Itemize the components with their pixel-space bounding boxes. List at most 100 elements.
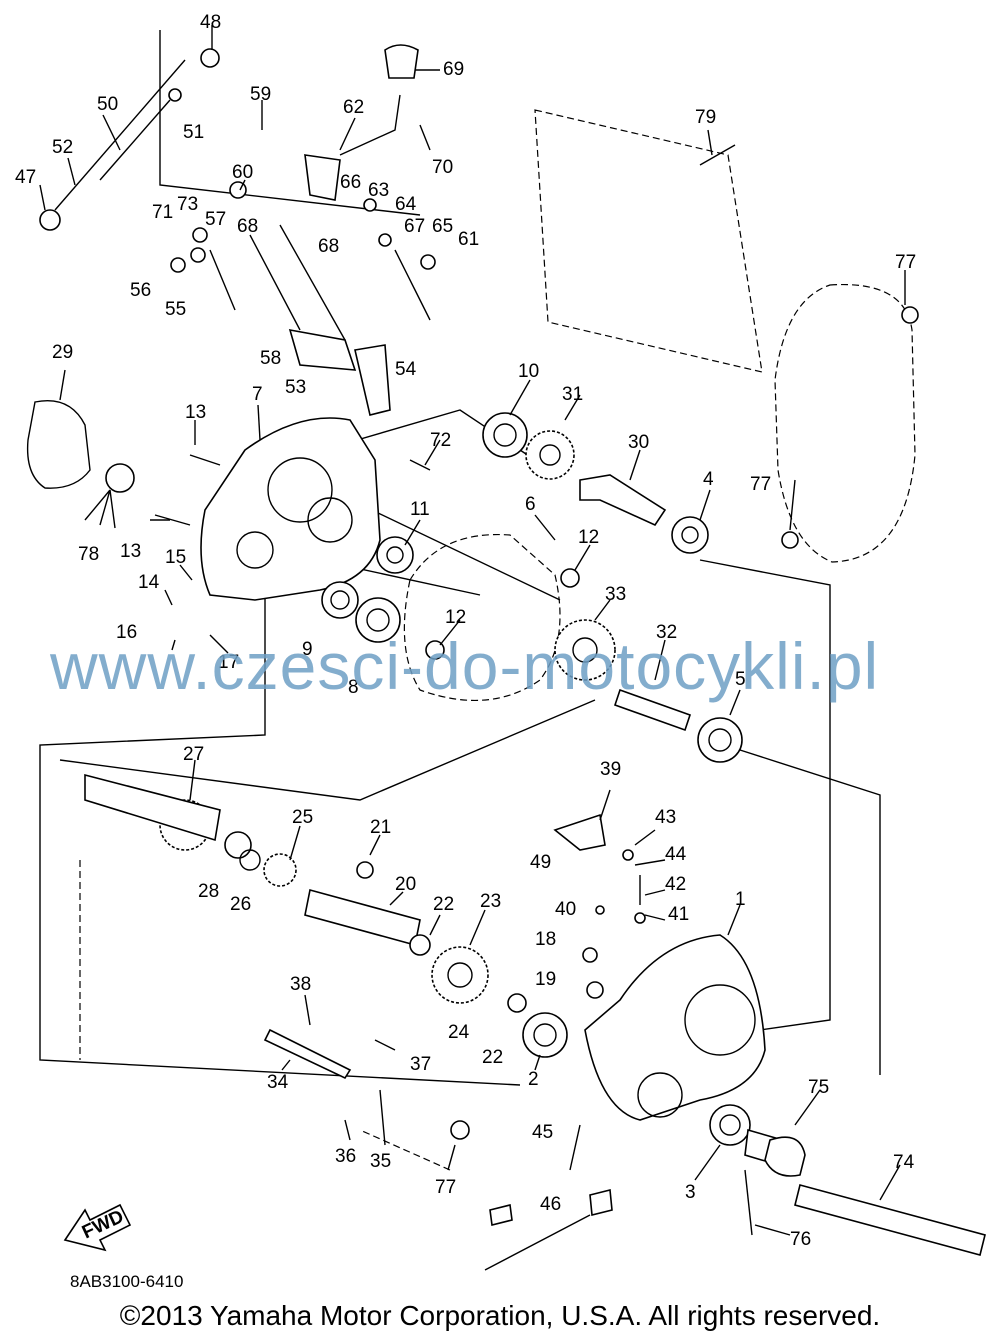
part-label-51: 51 [183, 122, 204, 143]
part-label-13b: 13 [120, 541, 141, 562]
part-label-74: 74 [893, 1152, 915, 1173]
part-label-11: 11 [410, 499, 430, 520]
case-bore-2 [307, 497, 353, 543]
part-label-24: 24 [448, 1022, 470, 1043]
part-label-66: 66 [340, 172, 361, 193]
part-label-6: 6 [525, 494, 536, 515]
part-label-49: 49 [530, 852, 551, 873]
part-label-22b: 22 [482, 1047, 503, 1068]
right-case-housing [584, 934, 766, 1121]
part-label-12b: 12 [445, 607, 466, 628]
part-label-50: 50 [97, 94, 118, 115]
part-label-26: 26 [230, 894, 251, 915]
housing-bore [684, 984, 756, 1056]
part-label-20: 20 [395, 874, 416, 895]
part-label-30: 30 [628, 432, 649, 453]
part-label-37: 37 [410, 1054, 431, 1075]
fwd-arrow: FWD [63, 1203, 132, 1252]
left-case-cover [200, 417, 381, 601]
part-label-65: 65 [432, 216, 453, 237]
part-label-16: 16 [116, 622, 137, 643]
part-label-2: 2 [528, 1069, 539, 1090]
part-label-79: 79 [695, 107, 716, 128]
part-label-27: 27 [183, 744, 204, 765]
part-label-25: 25 [292, 807, 313, 828]
part-label-4: 4 [703, 469, 714, 490]
part-label-40: 40 [555, 899, 576, 920]
part-label-54: 54 [395, 359, 417, 380]
part-label-64: 64 [395, 194, 417, 215]
part-label-63: 63 [368, 180, 389, 201]
case-bore-3 [236, 531, 274, 569]
alignment-line-top [159, 30, 421, 216]
gasket-outline-right [774, 283, 916, 563]
part-label-62: 62 [343, 97, 364, 118]
part-label-71: 71 [152, 202, 173, 223]
part-label-55: 55 [165, 299, 186, 320]
gasket-29 [26, 400, 91, 489]
part-label-58: 58 [260, 348, 281, 369]
alignment-line-dashed-left [79, 860, 451, 1171]
part-label-70: 70 [432, 157, 453, 178]
cover-plate-outline [534, 109, 763, 373]
part-label-72: 72 [430, 430, 451, 451]
part-label-29: 29 [52, 342, 73, 363]
case-bore-1 [267, 457, 333, 523]
leader-lines [39, 25, 906, 1236]
part-label-75: 75 [808, 1077, 829, 1098]
diagram-code: 8AB3100-6410 [70, 1272, 184, 1291]
part-label-77a: 77 [895, 252, 916, 273]
copyright-notice: ©2013 Yamaha Motor Corporation, U.S.A. A… [119, 1300, 881, 1331]
part-label-32: 32 [656, 622, 677, 643]
alignment-line-shaft [699, 559, 831, 1031]
part-label-28: 28 [198, 881, 219, 902]
part-label-47: 47 [15, 167, 36, 188]
part-label-10: 10 [518, 361, 539, 382]
part-label-77b: 77 [750, 474, 771, 495]
part-labels: 1 2 3 4 5 6 7 8 9 10 11 12 12 13 13 14 1… [15, 12, 916, 1250]
part-label-38: 38 [290, 974, 311, 995]
alignment-line-left-case [39, 595, 521, 1086]
part-label-17: 17 [218, 652, 239, 673]
part-label-9: 9 [302, 639, 313, 660]
part-label-59: 59 [250, 84, 271, 105]
part-label-22a: 22 [433, 894, 454, 915]
alignment-line-lower [59, 699, 596, 801]
part-label-33: 33 [605, 584, 626, 605]
housing-port [637, 1072, 683, 1118]
part-label-42: 42 [665, 874, 686, 895]
part-label-68b: 68 [318, 236, 339, 257]
part-label-5: 5 [735, 669, 746, 690]
part-label-3: 3 [685, 1182, 696, 1203]
part-label-19: 19 [535, 969, 556, 990]
part-label-43: 43 [655, 807, 676, 828]
part-label-39: 39 [600, 759, 621, 780]
part-label-69: 69 [443, 59, 464, 80]
part-label-7: 7 [252, 384, 263, 405]
part-label-8: 8 [348, 677, 359, 698]
part-label-73: 73 [177, 194, 198, 215]
part-label-67: 67 [404, 216, 425, 237]
part-label-14: 14 [138, 572, 160, 593]
part-label-23: 23 [480, 891, 501, 912]
bearings [224, 412, 751, 1146]
part-label-13a: 13 [185, 402, 206, 423]
part-label-48: 48 [200, 12, 221, 33]
part-label-46: 46 [540, 1194, 561, 1215]
part-label-60: 60 [232, 162, 253, 183]
part-label-18: 18 [535, 929, 556, 950]
part-label-56: 56 [130, 280, 151, 301]
part-label-36: 36 [335, 1146, 356, 1167]
part-label-45: 45 [532, 1122, 553, 1143]
part-label-44: 44 [665, 844, 687, 865]
hardware [105, 144, 919, 1271]
part-label-35: 35 [370, 1151, 391, 1172]
part-label-77c: 77 [435, 1177, 456, 1198]
part-label-34: 34 [267, 1072, 289, 1093]
part-label-12a: 12 [578, 527, 599, 548]
watermark-url: www.czesci-do-motocykli.pl [50, 629, 880, 703]
part-label-78: 78 [78, 544, 99, 565]
part-label-61: 61 [458, 229, 479, 250]
part-label-21: 21 [370, 817, 391, 838]
